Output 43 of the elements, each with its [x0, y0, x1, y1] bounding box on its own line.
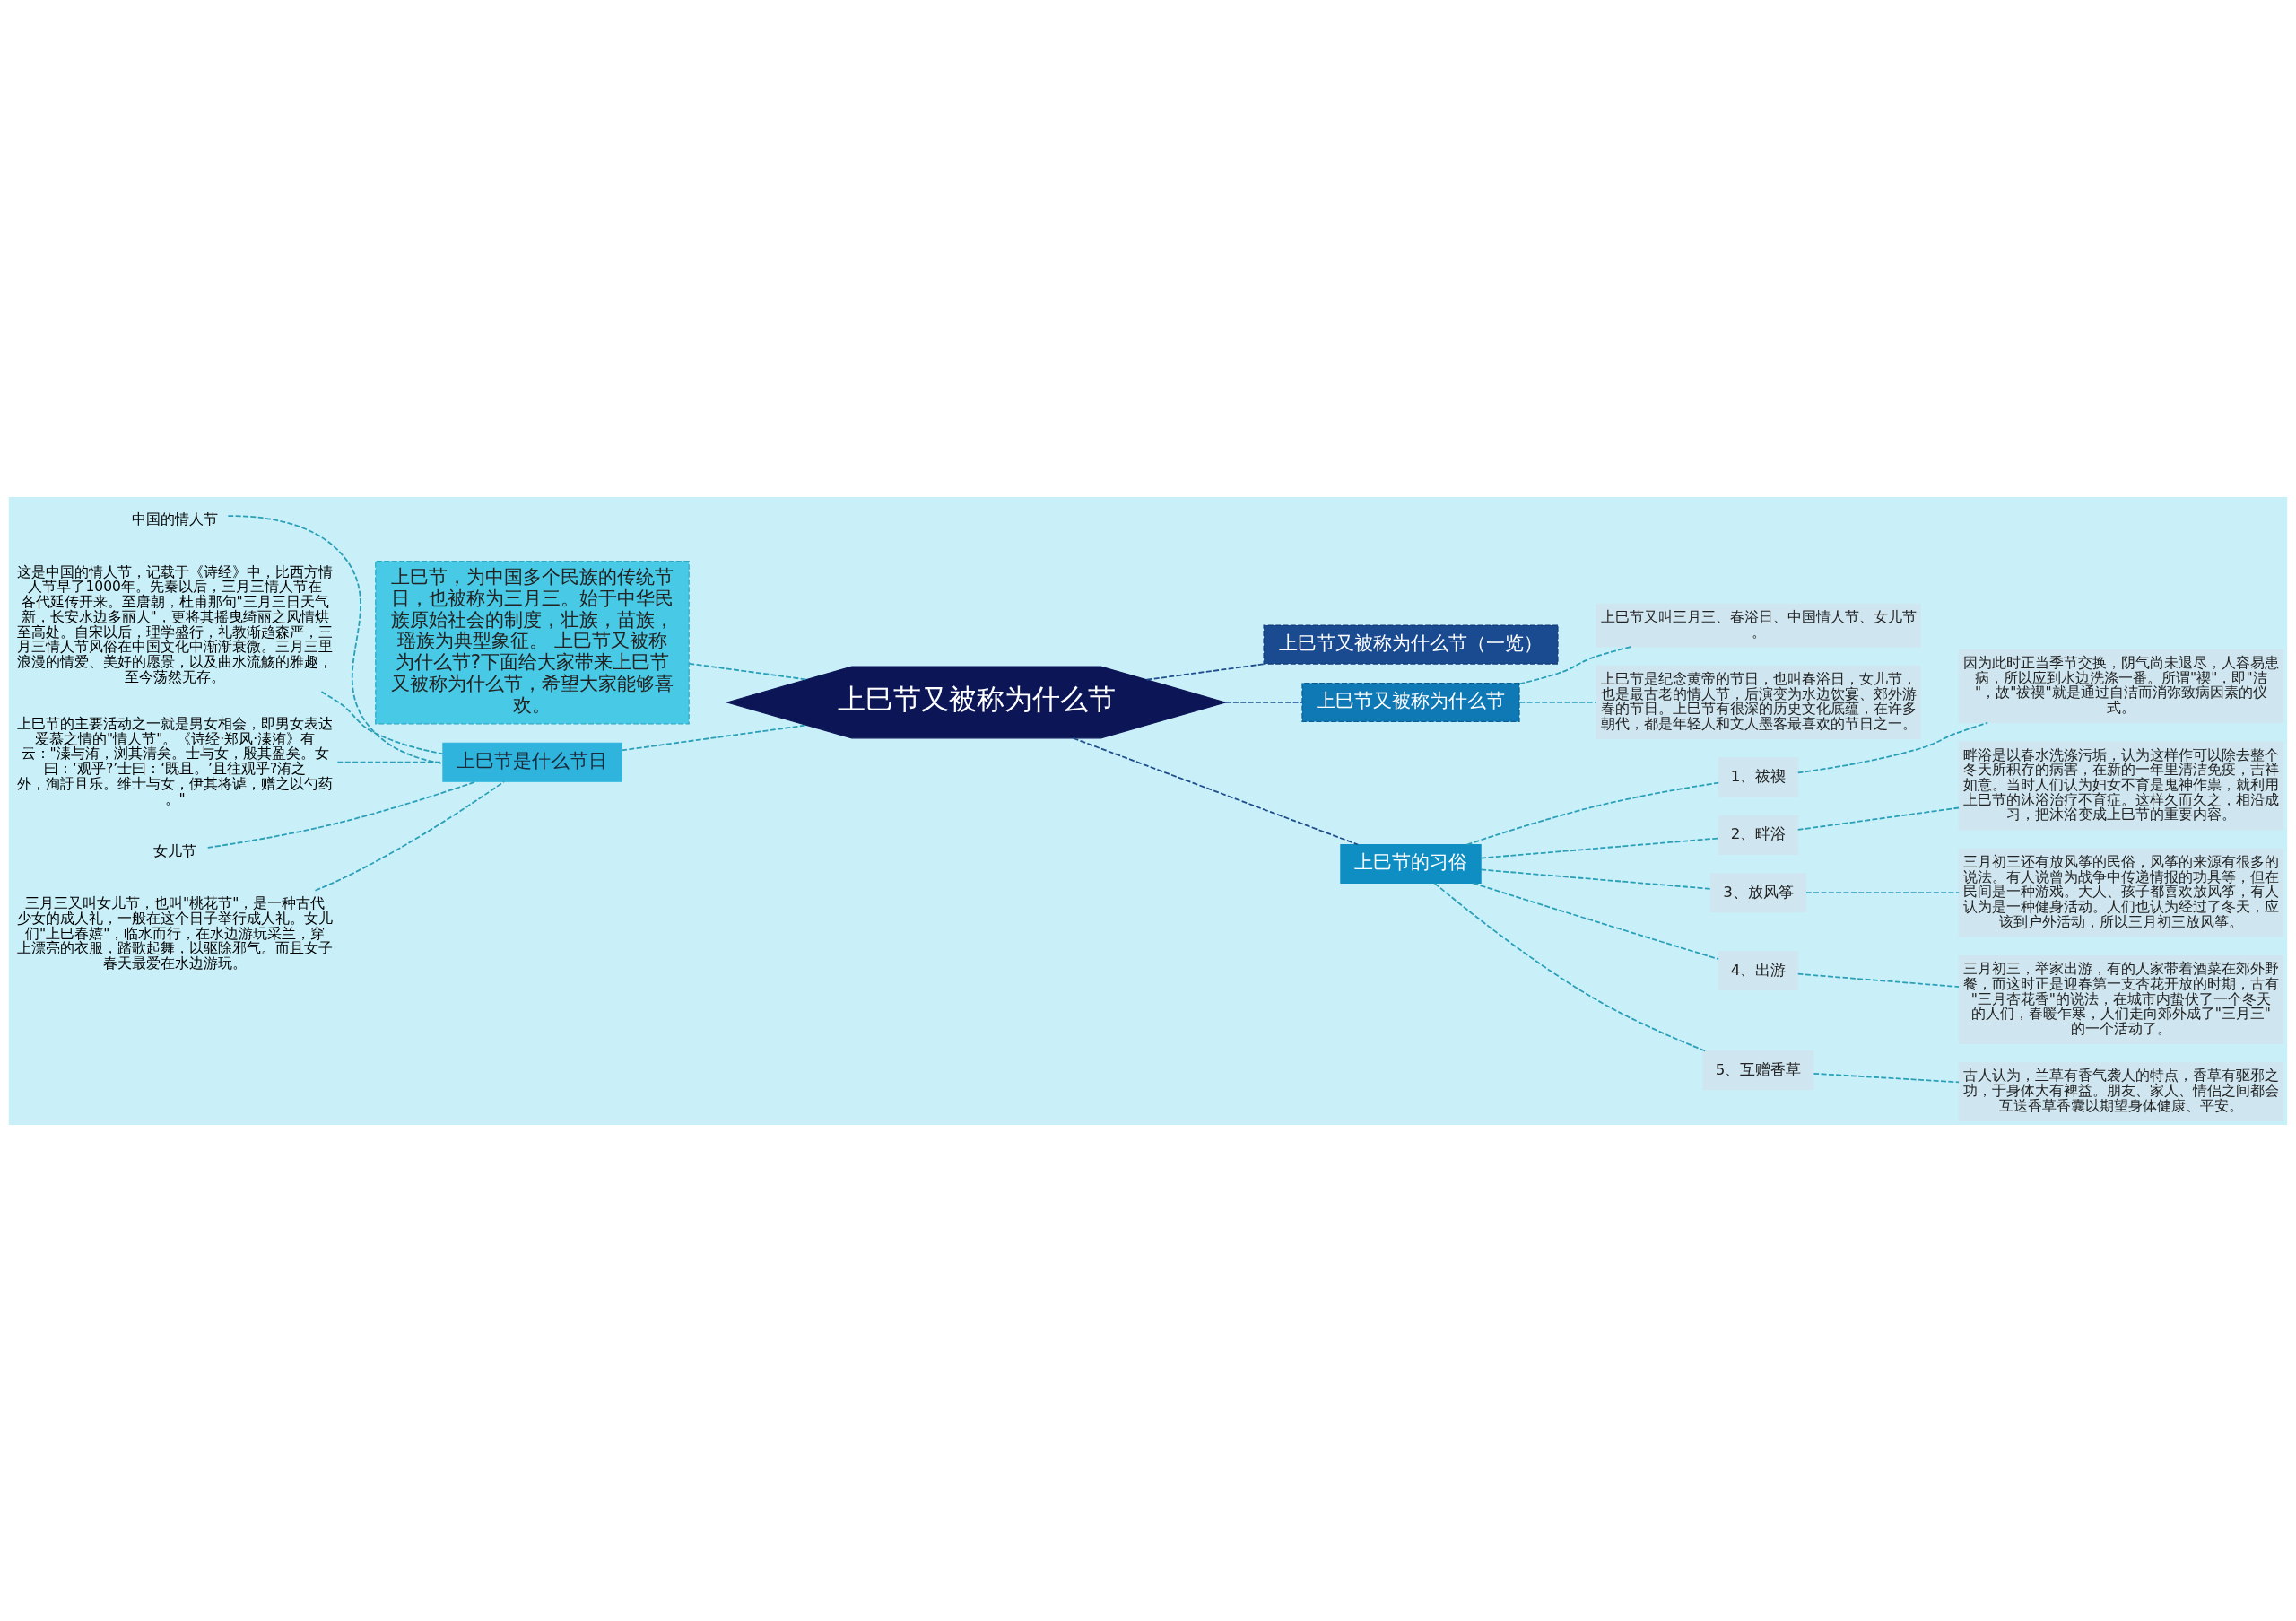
node-box: 上巳节的习俗 — [1340, 843, 1482, 884]
connector — [1480, 868, 1712, 890]
node-box: 上巳节又叫三月三、春浴日、中国情人节、女儿节。 — [1596, 603, 1921, 648]
connector — [1813, 1072, 1960, 1083]
connector — [621, 724, 808, 751]
connector — [1465, 781, 1720, 845]
connector — [1796, 972, 1960, 988]
connector — [1796, 721, 1989, 773]
node-box: 上巳节又被称为什么节 — [1301, 682, 1520, 722]
node-box: 上巳节又被称为什么节（一览） — [1263, 624, 1559, 665]
node-text: 三月三又叫女儿节，也叫"桃花节"，是一种古代少女的成人礼，一般在这个日子举行成人礼。女儿们"上巳春嬉"，临水而行，在水边游玩采兰，穿上漂亮的衣服，踏歌起舞，以驱除邪气。而且女子春天最爱在水边游玩。 — [17, 894, 334, 972]
connector — [314, 780, 505, 892]
node-box: 2、畔浴 — [1718, 815, 1799, 855]
connector — [227, 514, 444, 764]
node-text: 中国的情人节 — [132, 510, 219, 527]
connector — [1796, 806, 1960, 831]
connector — [1072, 736, 1359, 845]
node-box: 上巳节，为中国多个民族的传统节日，也被称为三月三。始于中华民族原始社会的制度，壮族，苗族，瑶族为典型象征。 上巳节又被称为什么节?下面给大家带来上巳节又被称为什么节，希望大家能够喜欢。 — [375, 560, 690, 724]
connector — [1224, 701, 1303, 703]
node-box: 三月初三还有放风筝的民俗，风筝的来源有很多的说法。有人说曾为战争中传递情报的功具等，但在民间是一种游戏。大人、孩子都喜欢放风筝，有人认为是一种健身活动。人们也认为经过了冬天，应该到户外活动，所以三月初三放风筝。 — [1958, 848, 2284, 937]
node-box: 3、放风筝 — [1709, 872, 1807, 912]
connector — [1145, 662, 1266, 681]
node-box: 古人认为，兰草有香气袭人的特点，香草有驱邪之功，于身体大有裨益。朋友、家人、情侣之间都会互送香草香囊以期望身体健康、平安。 — [1958, 1061, 2284, 1121]
node-box: 上巳节是纪念黄帝的节日，也叫春浴日，女儿节，也是最古老的情人节，后演变为水边饮宴、郊外游春的节日。上巳节有很深的历史文化底蕴，在许多朝代，都是年轻人和文人墨客最喜欢的节日之一。 — [1596, 665, 1921, 739]
connector — [206, 780, 477, 849]
connector — [688, 662, 808, 680]
node-box: 1、祓禊 — [1718, 756, 1799, 797]
connector — [1472, 882, 1720, 960]
node-text: 女儿节 — [153, 842, 197, 859]
node-box: 三月初三，举家出游，有的人家带着酒菜在郊外野餐，而这时正是迎春第一支杏花开放的时期，古有"三月杏花香"的说法，在城市内蛰伏了一个冬天的人们，春暖乍寒，人们走向郊外成了"三月三"的一个活动了。 — [1958, 954, 2284, 1044]
connector — [320, 690, 444, 754]
node-box: 上巳节是什么节日 — [442, 742, 622, 782]
connector — [1480, 837, 1719, 858]
node-text: 这是中国的情人节，记载于《诗经》中，比西方情人节早了1000年。先秦以后，三月三情人节在各代延传开来。至唐朝，杜甫那句"三月三日天气新，长安水边多丽人"，更将其摇曳绮丽之风情烘至高处。自宋以后，理学盛行，礼教渐趋森严，三月三情人节风俗在中国文化中渐渐衰微。三月三里浪漫的情爱、美好的愿景，以及曲水流觞的雅趣，至今荡然无存。 — [17, 563, 334, 685]
node-box: 畔浴是以春水洗涤污垢，认为这样作可以除去整个冬天所积存的病害，在新的一年里清洁免疫，吉祥如意。当时人们认为妇女不育是鬼神作祟，就利用上巳节的沐浴治疗不育症。这样久而久之，相沿成习，把沐浴变成上巳节的重要内容。 — [1958, 741, 2284, 830]
connector — [1433, 882, 1707, 1052]
node-box: 5、互赠香草 — [1702, 1050, 1814, 1090]
connector — [1805, 891, 1961, 893]
node-box: 4、出游 — [1718, 950, 1799, 990]
connector — [1518, 701, 1597, 703]
connector — [1518, 645, 1632, 684]
node-text: 上巳节的主要活动之一就是男女相会，即男女表达爱慕之情的"情人节"。《诗经·郑风·溱洧》有云："溱与洧，浏其清矣。士与女，殷其盈矣。女曰：‘观乎?’士曰：‘既且。’且往观乎?洧之外，洵訏且乐。维士与女，伊其将谑，赠之以勺药。" — [17, 715, 334, 807]
node-box: 因为此时正当季节交换，阴气尚未退尽，人容易患病，所以应到水边洗涤一番。所谓"禊"，即"洁"，故"祓禊"就是通过自洁而消弥致病因素的仪式。 — [1958, 649, 2284, 723]
